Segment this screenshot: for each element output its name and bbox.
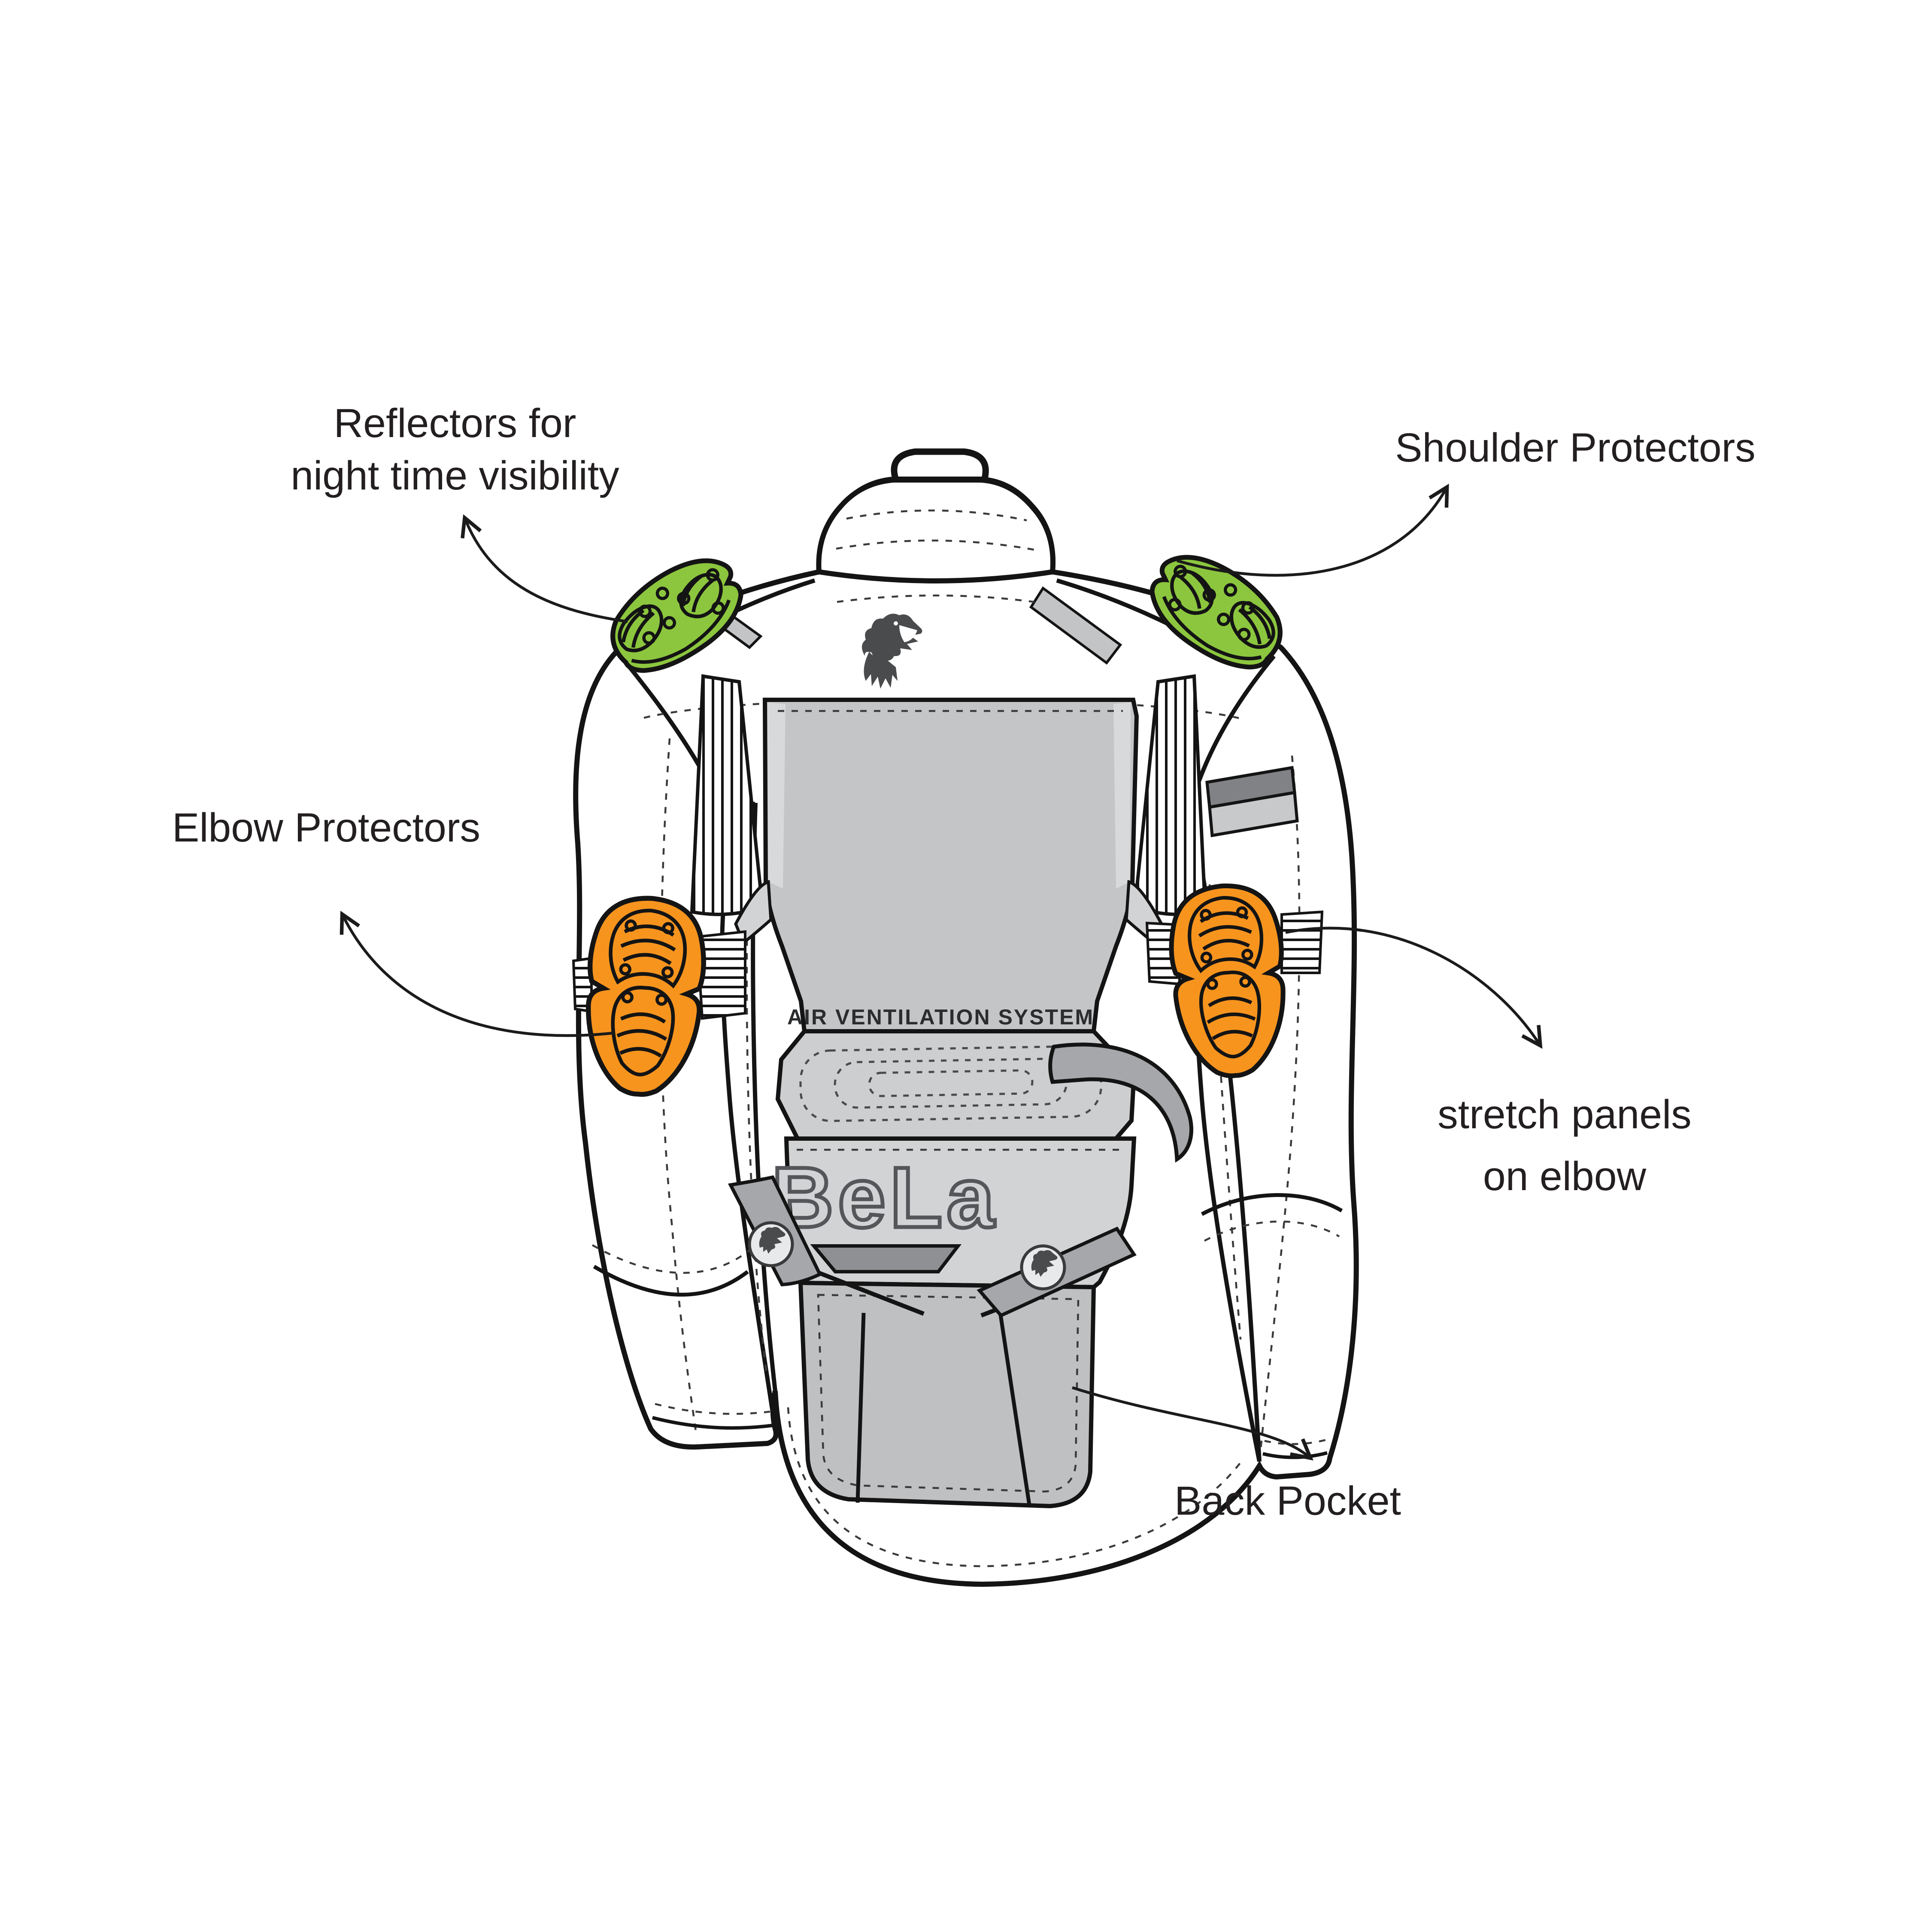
arrow-stretch-panels [1285, 927, 1543, 1049]
arrow-reflectors [461, 514, 628, 623]
jacket-illustration: AIR VENTILATION SYSTEM BeLa [572, 448, 1359, 1587]
bear-badge-icon [749, 1223, 792, 1266]
back-panel [762, 698, 1139, 1033]
label-reflectors-line1: Reflectors for [334, 401, 576, 446]
arrow-elbow-protectors [340, 911, 614, 1037]
annotation-arrows [340, 483, 1543, 1461]
stretch-hatch-right-outer [1280, 910, 1324, 974]
bear-badge-icon [1022, 1246, 1065, 1289]
label-stretch-panels-line2: on elbow [1483, 1154, 1647, 1199]
label-elbow-protectors: Elbow Protectors [172, 805, 480, 851]
waist-strap [1048, 1042, 1193, 1163]
stretch-hatch-left-inner [695, 930, 746, 1020]
back-pocket-panel [798, 1280, 1096, 1509]
arrow-shoulder-protectors [1177, 483, 1449, 577]
collar [816, 477, 1055, 583]
air-ventilation-text: AIR VENTILATION SYSTEM [787, 1005, 1094, 1029]
shoulder-sliver-right [1029, 586, 1122, 665]
annotation-labels: Reflectors for night time visibility Sho… [172, 401, 1756, 1524]
label-reflectors-line2: night time visibility [291, 453, 619, 498]
arrow-back-pocket [1072, 1386, 1313, 1461]
brand-logo: BeLa [771, 1150, 998, 1245]
label-shoulder-protectors: Shoulder Protectors [1395, 425, 1756, 471]
label-stretch-panels-line1: stretch panels [1438, 1092, 1691, 1137]
dark-strip [810, 1244, 962, 1273]
label-back-pocket: Back Pocket [1174, 1478, 1401, 1524]
bear-logo-icon [861, 614, 922, 689]
reflector-band-light [1208, 790, 1299, 838]
